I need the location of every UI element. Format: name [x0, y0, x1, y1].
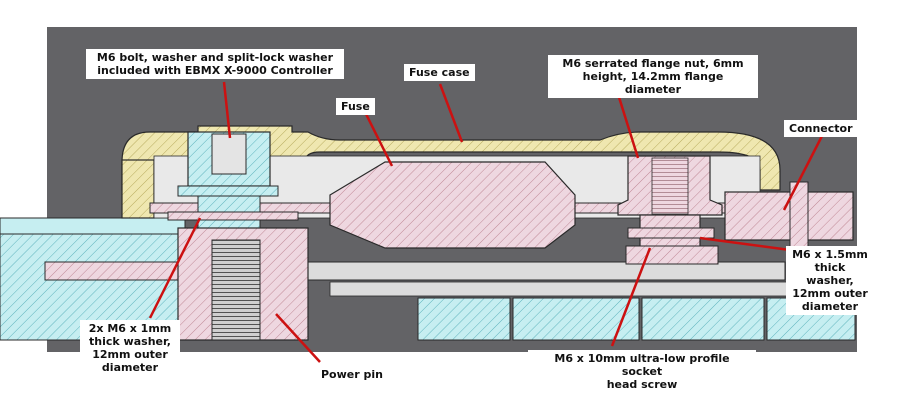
leader-bolt: [222, 81, 232, 139]
label-flange-nut: M6 serrated flange nut, 6mm height, 14.2…: [548, 55, 758, 98]
fuse-element: [329, 161, 576, 249]
label-socket-screw: M6 x 10mm ultra-low profile socket head …: [528, 350, 756, 393]
screw-head: [625, 245, 719, 265]
label-power-pin: Power pin: [316, 366, 388, 383]
leader-washer-15: [699, 236, 791, 252]
label-bolt: M6 bolt, washer and split-lock washer in…: [86, 49, 344, 79]
leader-washer-1: [148, 217, 202, 319]
leader-lines: [148, 81, 824, 363]
leader-socket-screw: [610, 247, 652, 347]
leader-flange-nut: [616, 93, 640, 159]
washer-1-5mm: [627, 227, 715, 239]
bolt-socket: [211, 133, 247, 175]
leader-connector: [782, 135, 824, 211]
flange-nut-thread: [651, 157, 689, 215]
leader-fuse-case: [438, 83, 464, 143]
cyan-block: [417, 297, 511, 341]
leader-fuse: [364, 113, 394, 167]
washer-1mm: [167, 211, 299, 221]
grey-base-strip: [329, 281, 856, 297]
cyan-block: [641, 297, 765, 341]
power-pin-thread: [211, 239, 261, 341]
cyan-housing-top-strip: [0, 217, 186, 235]
label-fuse-case: Fuse case: [404, 64, 475, 81]
label-connector: Connector: [784, 120, 858, 137]
cyan-block: [512, 297, 640, 341]
leader-power-pin: [275, 313, 321, 363]
label-fuse: Fuse: [336, 98, 375, 115]
bolt-washer: [177, 185, 279, 197]
fuse-case-wall-left: [121, 159, 155, 219]
label-washer-1: 2x M6 x 1mm thick washer, 12mm outer dia…: [80, 320, 180, 376]
label-washer-15: M6 x 1.5mm thick washer, 12mm outer diam…: [786, 246, 874, 315]
grey-plate: [304, 261, 786, 281]
